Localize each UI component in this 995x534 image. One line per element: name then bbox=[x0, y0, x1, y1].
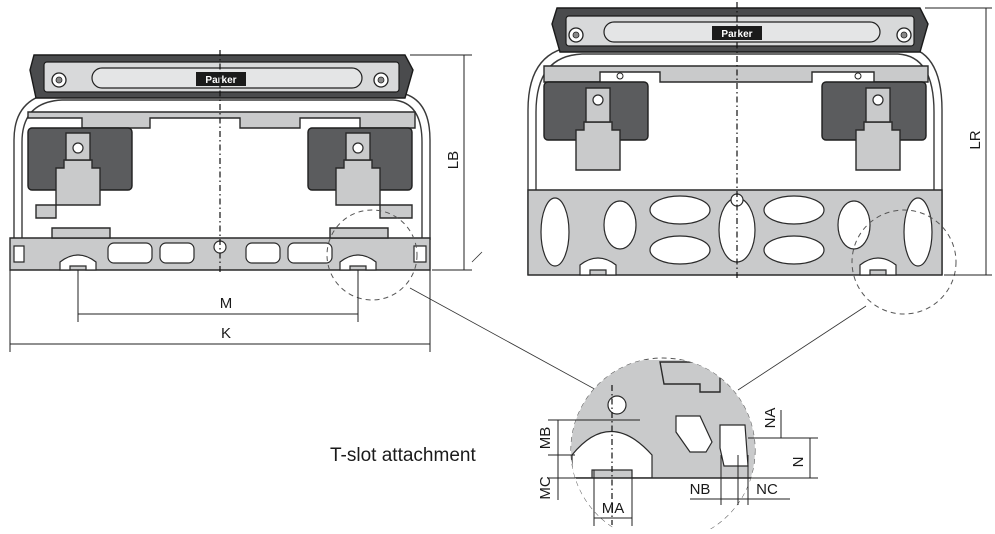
left-brand-badge bbox=[196, 72, 246, 86]
left-tslot-left bbox=[59, 254, 97, 271]
lb-tick bbox=[471, 251, 483, 263]
left-base-rib-right bbox=[329, 227, 389, 239]
lb-label: LB bbox=[445, 151, 462, 169]
left-rail-right bbox=[335, 159, 381, 206]
mb-label: MB bbox=[537, 427, 554, 450]
left-tslot-right bbox=[339, 254, 377, 271]
tslot-caption: T-slot attachment bbox=[330, 445, 476, 466]
right-rail-bolt-left-icon bbox=[592, 94, 604, 106]
left-view: Parker bbox=[9, 50, 483, 352]
left-brand-logo: Parker bbox=[205, 75, 236, 86]
nb-label: NB bbox=[690, 481, 711, 498]
left-side-slot-left bbox=[13, 245, 25, 263]
right-tslot-right bbox=[859, 257, 897, 276]
left-rail-bolt-left-icon bbox=[72, 142, 84, 154]
screw-dot-icon bbox=[900, 31, 908, 39]
n-label: N bbox=[790, 457, 807, 468]
right-carriage-plate bbox=[543, 65, 929, 83]
left-rail-bolt-right-icon bbox=[352, 142, 364, 154]
left-frame-inner bbox=[21, 99, 423, 240]
na-label: NA bbox=[762, 408, 779, 429]
right-cutout-1 bbox=[540, 197, 570, 267]
screw-dot-icon bbox=[55, 76, 63, 84]
m-label: M bbox=[220, 295, 233, 312]
right-cutout-8 bbox=[837, 200, 871, 250]
left-base-rib-left bbox=[51, 227, 111, 239]
left-cutout-4 bbox=[287, 242, 333, 264]
nc-label: NC bbox=[756, 481, 778, 498]
screw-dot-icon bbox=[377, 76, 385, 84]
leader-line-right bbox=[737, 305, 867, 391]
right-cutout-7 bbox=[763, 235, 825, 265]
right-frame-inner bbox=[535, 53, 935, 275]
left-rail-left bbox=[55, 159, 101, 206]
leader-line-left bbox=[409, 287, 601, 393]
detail-bottom-mask bbox=[571, 478, 755, 534]
left-side-slot-right bbox=[413, 245, 427, 263]
right-rail-right bbox=[855, 121, 901, 171]
right-rail-bolt-right-icon bbox=[872, 94, 884, 106]
detail-bolt-icon bbox=[607, 395, 627, 415]
right-view: Parker bbox=[527, 2, 992, 315]
ma-label: MA bbox=[602, 500, 625, 517]
right-cutout-3 bbox=[649, 195, 711, 225]
right-rail-left bbox=[575, 121, 621, 171]
left-cutout-3 bbox=[245, 242, 281, 264]
right-cutout-4 bbox=[649, 235, 711, 265]
detail-cutout-b bbox=[719, 424, 749, 467]
screw-dot-icon bbox=[572, 31, 580, 39]
lr-label: LR bbox=[967, 130, 984, 149]
left-bracket-l bbox=[35, 204, 57, 219]
right-cutout-2 bbox=[603, 200, 637, 250]
left-cutout-2 bbox=[159, 242, 195, 264]
left-bracket-r bbox=[379, 204, 413, 219]
mc-label: MC bbox=[537, 476, 554, 499]
left-detail-circle bbox=[326, 209, 418, 301]
left-carriage-plate bbox=[27, 111, 416, 129]
right-plate-hole-left-icon bbox=[616, 72, 624, 80]
right-cutout-6 bbox=[763, 195, 825, 225]
right-tslot-left bbox=[579, 257, 617, 276]
tslot-detail-view: MB MC MA NA N NB NC bbox=[537, 357, 818, 534]
right-detail-circle bbox=[851, 209, 957, 315]
k-label: K bbox=[221, 325, 231, 342]
right-plate-hole-right-icon bbox=[854, 72, 862, 80]
left-cutout-1 bbox=[107, 242, 153, 264]
detail-cutout-a bbox=[675, 415, 713, 453]
right-cutout-9 bbox=[903, 197, 933, 267]
